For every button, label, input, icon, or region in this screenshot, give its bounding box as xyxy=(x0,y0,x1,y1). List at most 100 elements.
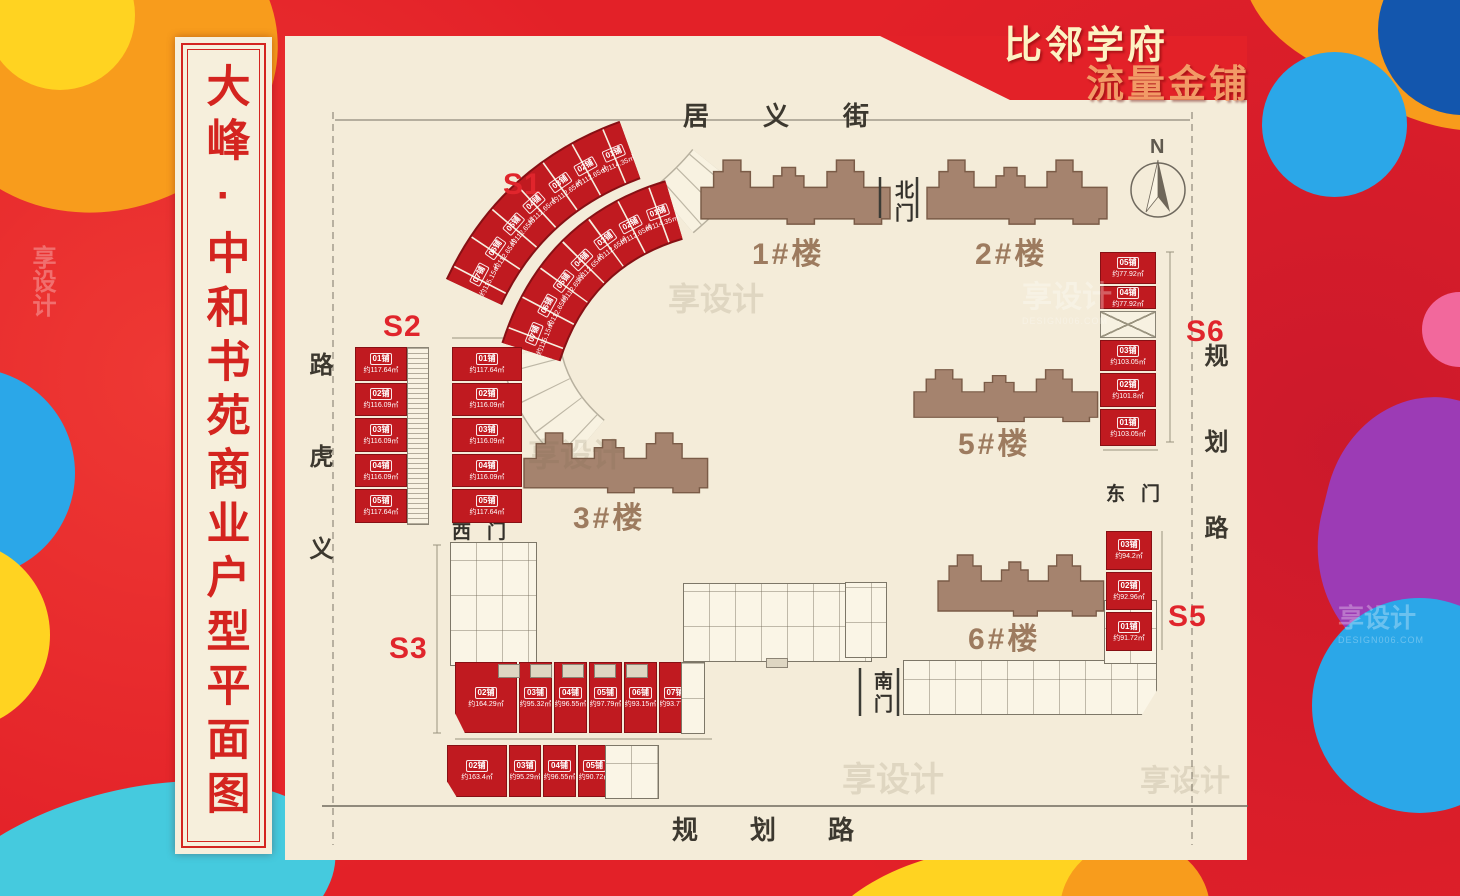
shop-number: 01铺 xyxy=(1116,416,1140,429)
building-1-label: 1#楼 xyxy=(752,238,825,271)
shop-area: 约77.92㎡ xyxy=(1112,271,1144,278)
shop-number: 05铺 xyxy=(1116,257,1140,269)
shop-unit: 01铺约117.64㎡ xyxy=(452,347,522,381)
entrance-canopy xyxy=(498,664,520,678)
shop-unit: 04铺约116.09㎡ xyxy=(355,453,407,488)
shop-area: 约116.09㎡ xyxy=(363,402,399,410)
s5-shop-stack: 03铺约94.2㎡ 02铺约92.96㎡ 01铺约91.72㎡ xyxy=(1106,531,1152,652)
shop-number: 04铺 xyxy=(548,760,571,772)
watermark-text: 享设计 xyxy=(1140,765,1230,798)
watermark-text: 享设计 xyxy=(1022,281,1112,314)
shop-area: 约91.72㎡ xyxy=(1113,634,1145,642)
shop-number: 04铺 xyxy=(475,459,499,472)
shop-unit: 07铺约115.15㎡ xyxy=(452,236,512,316)
shop-area: 约164.29㎡ xyxy=(468,700,504,708)
building-porch xyxy=(766,658,788,668)
shop-area: 约112.65㎡ xyxy=(492,239,519,272)
s1-label: S1 xyxy=(503,168,542,201)
slogan-line-1: 比邻学府 xyxy=(1004,25,1169,67)
shop-unit: 03铺约116.09㎡ xyxy=(355,418,407,452)
shop-number: 01铺 xyxy=(369,352,393,365)
shop-unit: 02铺约112.65㎡ xyxy=(592,197,672,257)
shop-number: 06铺 xyxy=(629,686,652,699)
shop-number: 06铺 xyxy=(484,235,508,262)
entrance-canopy xyxy=(562,664,584,678)
shop-unit: 06铺约112.65㎡ xyxy=(519,267,580,347)
street-right: 规划路 xyxy=(1200,343,1227,601)
s3-office-building xyxy=(450,542,537,666)
shop-unit: 06铺约112.65㎡ xyxy=(465,211,532,289)
shop-area: 约115.15㎡ xyxy=(536,321,556,357)
shop-unit: 02铺约101.8㎡ xyxy=(1100,373,1156,407)
shop-number: 03铺 xyxy=(369,423,393,436)
s6-label: S6 xyxy=(1186,315,1225,348)
shop-area: 约92.96㎡ xyxy=(1113,594,1145,601)
shop-number: 06铺 xyxy=(536,292,559,319)
shop-number: 02铺 xyxy=(617,213,644,236)
shop-unit: 05铺约77.92㎡ xyxy=(1100,252,1156,284)
s3-label: S3 xyxy=(389,632,428,665)
entrance-canopy xyxy=(594,664,616,678)
shop-area: 约112.65㎡ xyxy=(575,253,606,284)
commercial-building-southeast xyxy=(903,660,1157,715)
shop-area: 约117.64㎡ xyxy=(469,509,505,517)
shop-area: 约94.2㎡ xyxy=(1115,553,1143,561)
shop-area: 约112.65㎡ xyxy=(619,224,654,247)
shop-unit: 02铺约116.09㎡ xyxy=(452,382,522,417)
shop-unit: 04铺约77.92㎡ xyxy=(1100,286,1156,309)
shop-number: 01铺 xyxy=(1117,620,1141,633)
shop-unit: 02铺约163.4㎡ xyxy=(447,745,507,797)
shop-number: 01铺 xyxy=(475,352,499,365)
shop-area: 约117.64㎡ xyxy=(363,509,399,517)
watermark-text: 享设计 xyxy=(28,245,55,317)
watermark: 享设计 xyxy=(668,274,764,320)
shop-unit: 01铺约103.05㎡ xyxy=(1100,409,1156,446)
shop-number: 02铺 xyxy=(369,388,393,401)
shop-area: 约116.09㎡ xyxy=(363,473,399,481)
slogan-line-2: 流量金铺 xyxy=(1086,64,1251,106)
watermark-text: 享设计 xyxy=(1338,603,1417,633)
shop-unit: 04铺约116.09㎡ xyxy=(452,453,522,488)
street-bottom: 规划路 xyxy=(672,815,907,845)
s3-row1-annex xyxy=(681,662,705,734)
shop-area: 约96.55㎡ xyxy=(554,700,587,708)
shop-area: 约103.05㎡ xyxy=(1110,358,1146,366)
s2-label: S2 xyxy=(383,310,422,343)
shop-number: 04铺 xyxy=(369,459,393,472)
ramp-area xyxy=(1100,311,1156,338)
shop-unit: 05铺约117.64㎡ xyxy=(452,489,522,523)
shop-unit: 03铺约94.2㎡ xyxy=(1106,531,1152,570)
commercial-building-center xyxy=(683,583,872,662)
shop-number: 07铺 xyxy=(524,321,545,347)
gate-east: 东门 xyxy=(1106,484,1177,505)
shop-unit: 03铺约112.65㎡ xyxy=(568,208,646,275)
shop-unit: 02铺约112.65㎡ xyxy=(547,138,627,199)
shop-area: 约112.65㎡ xyxy=(551,179,584,206)
shop-unit: 03铺约103.05㎡ xyxy=(1100,340,1156,371)
shop-unit: 04铺约112.65㎡ xyxy=(547,225,621,299)
building-3-label: 3#楼 xyxy=(573,502,646,535)
shop-number: 02铺 xyxy=(1117,580,1141,592)
shop-unit: 01铺约91.72㎡ xyxy=(1106,612,1152,652)
shop-number: 02铺 xyxy=(572,155,599,178)
gate-west: 西门 xyxy=(452,522,523,543)
shop-number: 05铺 xyxy=(583,760,606,772)
shop-area: 约90.72㎡ xyxy=(578,774,611,781)
building-2-label: 2#楼 xyxy=(975,238,1048,271)
watermark: 享设计 xyxy=(24,245,59,317)
shop-unit: 04铺约96.55㎡ xyxy=(543,745,576,797)
watermark: 享设计 xyxy=(528,430,624,476)
shop-number: 05铺 xyxy=(501,211,526,237)
shop-area: 约101.8㎡ xyxy=(1112,393,1144,400)
s2-stair-core xyxy=(407,347,429,525)
shop-unit: 05铺约117.64㎡ xyxy=(355,489,407,523)
shop-unit: 01铺约114.35㎡ xyxy=(575,128,656,183)
shop-area: 约112.65㎡ xyxy=(509,216,538,248)
shop-area: 约163.4㎡ xyxy=(461,774,493,781)
shop-area: 约112.65㎡ xyxy=(560,272,587,305)
shop-area: 约95.32㎡ xyxy=(519,700,552,708)
